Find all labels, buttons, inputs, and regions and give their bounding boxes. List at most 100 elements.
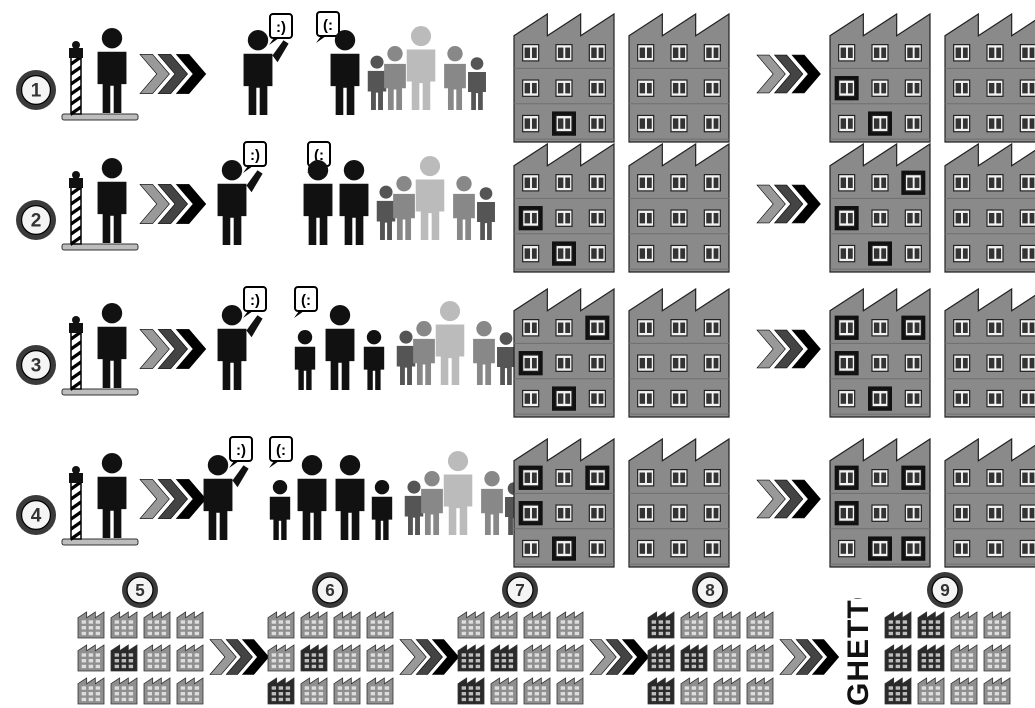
block-icon [557,678,583,704]
person-icon [336,455,365,540]
factory-icon [514,144,614,272]
block-icon [491,612,517,638]
occupied-block-icon [301,645,327,671]
block-icon [714,645,740,671]
badge-number: 2 [31,210,42,231]
block-icon [268,645,294,671]
person-icon [372,480,392,540]
block-icon [78,612,104,638]
badge-number: 7 [515,581,525,600]
chevron-arrows-icon [400,640,459,675]
block-icon [557,612,583,638]
block-icon [714,678,740,704]
person-icon [477,187,495,240]
occupied-block-icon [885,645,911,671]
person-icon [304,160,333,245]
person-icon [444,46,466,110]
block-icon [524,678,550,704]
factory-icon [830,14,930,142]
crowd-icon [397,301,515,385]
speech-text: :) [276,19,286,36]
number-badge-icon: 4 [16,495,56,535]
chevron-arrows-icon [140,329,206,368]
person-icon [218,160,263,245]
factory-icon [629,144,729,272]
badge-number: 8 [705,581,715,600]
occupied-block-icon [458,645,484,671]
speech-bubble-icon: :) [229,437,252,468]
factory-icon [945,144,1035,272]
badge-number: 6 [325,581,335,600]
speech-text: (: [323,17,333,34]
block-icon [111,612,137,638]
person-icon [393,176,415,240]
person-icon [364,330,384,390]
occupied-block-icon [918,645,944,671]
person-icon [384,46,406,110]
block-icon [334,678,360,704]
person-icon [98,28,127,113]
block-icon [334,612,360,638]
number-badge-icon: 8 [692,572,728,608]
person-icon [421,471,443,535]
person-icon [98,303,127,388]
number-badge-icon: 2 [16,200,56,240]
speech-bubble-icon: (: [269,437,292,468]
block-icon [747,612,773,638]
person-icon [497,332,515,385]
person-icon [436,301,465,385]
speech-text: (: [301,292,311,309]
badge-number: 5 [135,581,145,600]
person-icon [298,455,327,540]
block-icon [524,612,550,638]
block-icon [951,645,977,671]
block-icon [367,678,393,704]
chevron-arrows-icon [140,54,206,93]
block-icon [78,645,104,671]
ghetto-label: GHETTO [832,598,882,708]
occupied-block-icon [885,612,911,638]
block-icon [458,612,484,638]
block-icon [367,612,393,638]
block-icon [984,612,1010,638]
person-icon [331,30,360,115]
person-icon [204,455,249,540]
factory-icon [514,289,614,417]
occupied-block-icon [648,645,674,671]
chevron-arrows-icon [757,480,820,518]
speech-bubble-icon: (: [294,287,317,318]
number-badge-icon: 5 [122,572,158,608]
block-icon [951,678,977,704]
person-icon [368,56,386,110]
person-icon [340,160,369,245]
chevron-arrows-icon [210,640,269,675]
person-icon [481,471,503,535]
block-icon [334,645,360,671]
speech-bubble-icon: :) [269,14,292,45]
occupied-block-icon [648,678,674,704]
chevron-arrows-icon [780,640,839,675]
block-icon [951,612,977,638]
ghetto-text: GHETTO [842,598,876,706]
block-icon [681,612,707,638]
chevron-arrows-icon [757,55,820,93]
factory-icon [514,439,614,567]
crowd-icon [368,26,486,110]
person-icon [416,156,445,240]
block-icon [491,678,517,704]
occupied-block-icon [458,678,484,704]
block-icon [918,678,944,704]
person-icon [98,453,127,538]
speech-text: :) [236,442,246,459]
block-icon [144,645,170,671]
occupied-block-icon [681,645,707,671]
block-icon [144,678,170,704]
number-badge-icon: 7 [502,572,538,608]
badge-number: 4 [31,505,42,526]
block-icon [301,612,327,638]
person-icon [468,57,486,110]
person-icon [326,305,355,390]
occupied-block-icon [111,645,137,671]
number-badge-icon: 9 [927,572,963,608]
factory-icon [629,289,729,417]
